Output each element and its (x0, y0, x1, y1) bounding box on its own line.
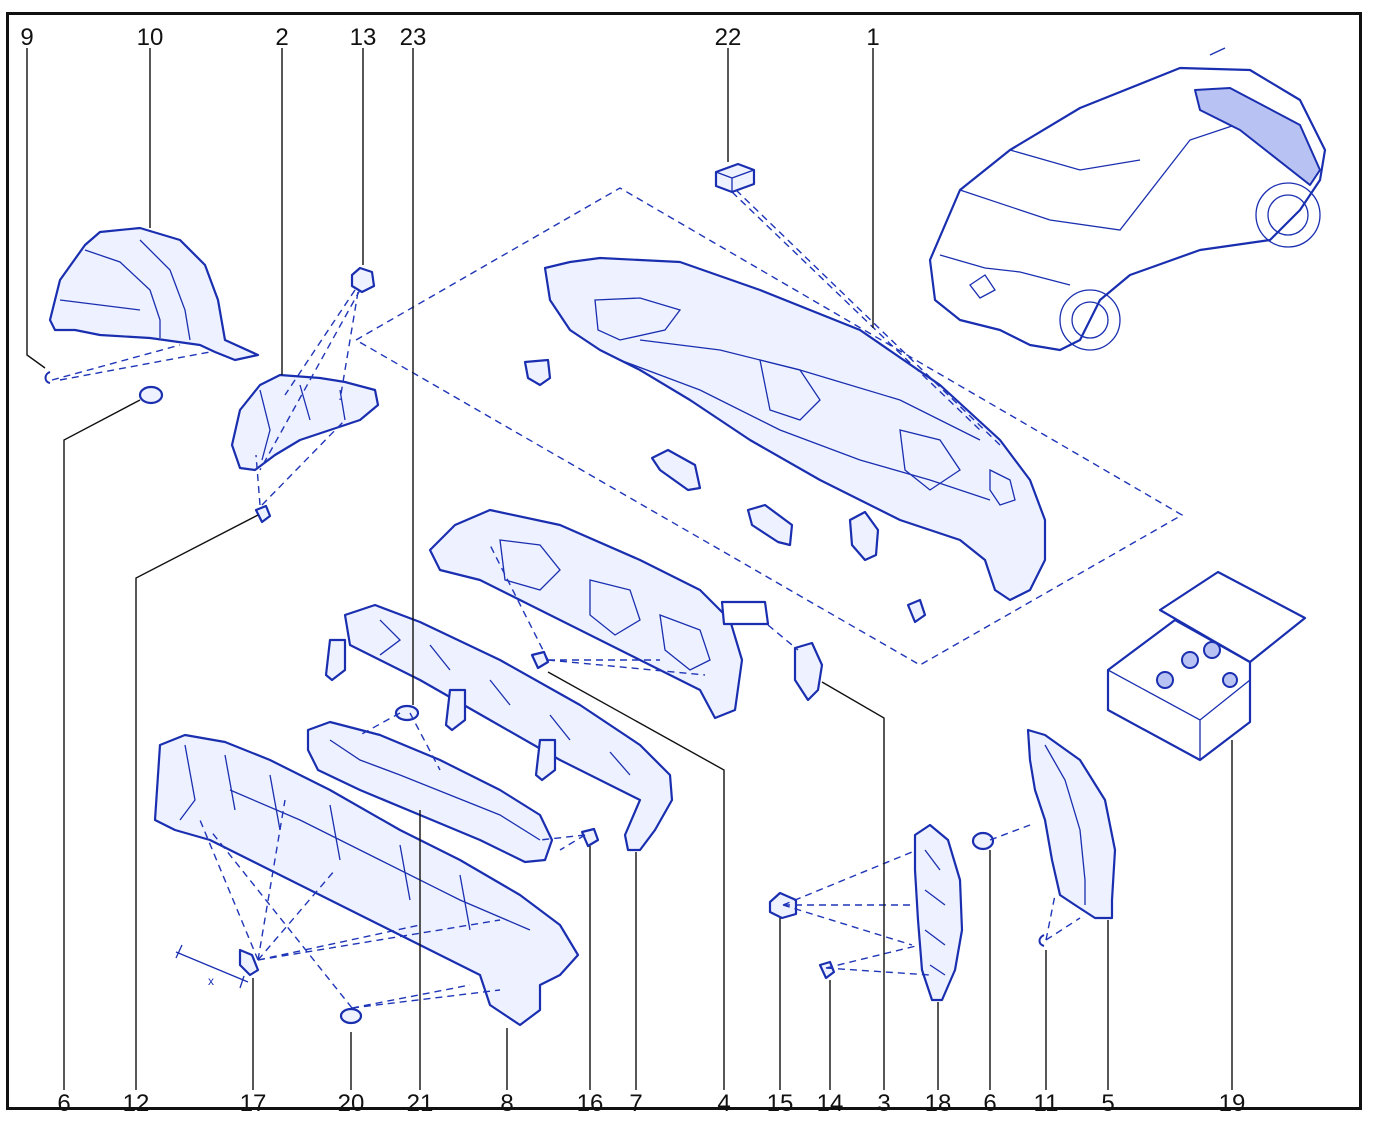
callout-8: 8 (500, 1090, 513, 1117)
callout-23: 23 (400, 24, 427, 51)
callout-6-right: 6 (983, 1090, 996, 1117)
callout-7: 7 (629, 1090, 642, 1117)
part-rivet-17 (175, 944, 260, 989)
part-wheel-arch-5 (1026, 728, 1117, 920)
callout-3: 3 (877, 1090, 890, 1117)
leader-lines (26, 48, 1233, 1090)
part-lower-beam-8 (153, 733, 580, 1027)
part-screw-4 (530, 650, 550, 670)
callout-16: 16 (577, 1090, 604, 1117)
part-screw-12 (254, 504, 272, 524)
callout-19: 19 (1219, 1090, 1246, 1117)
part-washer-6-left (138, 385, 164, 405)
callout-21: 21 (407, 1090, 434, 1117)
callout-15: 15 (767, 1090, 794, 1117)
part-washer-20 (339, 1007, 363, 1025)
part-absorber-21 (306, 720, 554, 864)
part-rear-bumper-cover (543, 256, 1047, 602)
part-wheel-arch-liner (48, 226, 260, 362)
part-side-bracket-18 (913, 823, 964, 1002)
callout-17: 17 (240, 1090, 267, 1117)
callout-1: 1 (866, 24, 879, 51)
callout-6-left: 6 (57, 1090, 70, 1117)
part-upper-beam-7 (324, 603, 674, 852)
part-clip-9 (44, 371, 51, 384)
callout-2: 2 (275, 24, 288, 51)
callout-14: 14 (817, 1090, 844, 1117)
part-small-clip-b (906, 598, 927, 624)
part-small-bracket-a (523, 358, 552, 387)
callout-11: 11 (1034, 1090, 1059, 1117)
callout-5: 5 (1101, 1090, 1114, 1117)
callout-20: 20 (338, 1090, 365, 1117)
assembly-dashed-lines (51, 187, 1184, 1009)
part-screw-16 (580, 827, 600, 848)
part-reflector-left (848, 510, 880, 562)
part-screw-14 (818, 960, 836, 980)
part-clip-13 (350, 266, 376, 294)
dimension-x-label: x (208, 974, 214, 988)
diagram-frame (6, 12, 1362, 1110)
part-washer-6-right (971, 831, 995, 851)
part-reflector-3 (793, 641, 824, 702)
part-pad-22 (714, 162, 756, 194)
vehicle-illustration (928, 47, 1327, 352)
part-bracket-center-2 (746, 503, 794, 547)
callout-13: 13 (350, 24, 377, 51)
callout-12: 12 (123, 1090, 150, 1117)
callout-10: 10 (137, 24, 164, 51)
part-bracket-center-1 (650, 448, 702, 492)
callout-4: 4 (717, 1090, 730, 1117)
callout-9: 9 (20, 24, 33, 51)
part-foam-pad (720, 600, 770, 626)
callout-18: 18 (925, 1090, 952, 1117)
part-fastener-kit-box (1106, 570, 1307, 762)
callout-22: 22 (715, 24, 742, 51)
part-clip-11 (1038, 934, 1045, 947)
part-side-bracket-2 (230, 373, 380, 472)
